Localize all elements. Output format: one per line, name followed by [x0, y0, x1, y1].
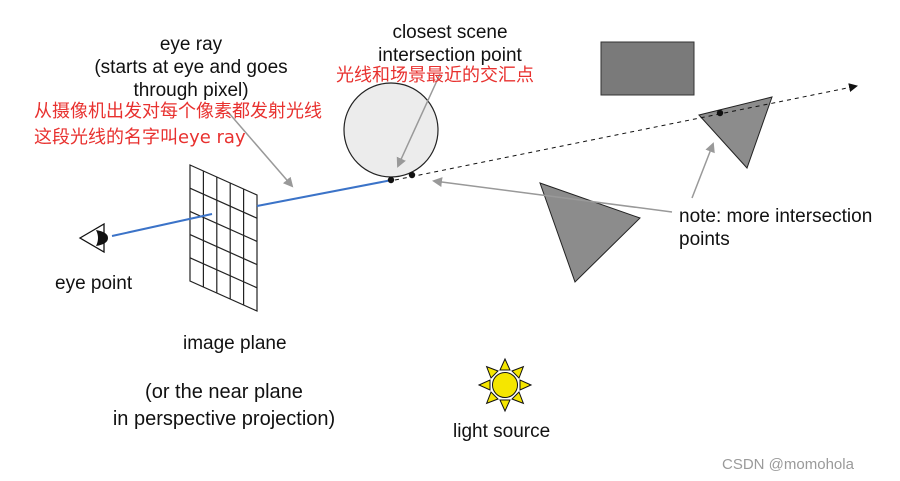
- eye-point-label: eye point: [55, 273, 133, 294]
- intersection-dot-2: [408, 171, 416, 179]
- sphere-object: [343, 82, 439, 178]
- closest-intersection-annotation: 光线和场景最近的交汇点: [336, 65, 534, 86]
- light-source-label: light source: [453, 421, 551, 442]
- closest-label-line1: closest scene: [392, 22, 508, 43]
- eye-ray-annotation-line2: 这段光线的名字叫eye ray: [34, 127, 246, 148]
- note-label: note: more intersection points: [679, 205, 872, 251]
- closest-intersection-dot: [387, 176, 395, 184]
- image-plane-grid-icon: [189, 164, 258, 312]
- eye-ray-line-b: [256, 179, 393, 207]
- closest-label-line2: intersection point: [378, 45, 522, 66]
- near-plane-label-line2: in perspective projection): [112, 408, 336, 430]
- closest-intersection-label: closest scene intersection point: [360, 21, 540, 67]
- rectangle-object: [600, 41, 695, 96]
- closest-point-pointer-arrow: [396, 73, 441, 168]
- near-plane-label: (or the near plane in perspective projec…: [86, 379, 362, 433]
- eye-ray-label-line1: eye ray: [159, 34, 223, 55]
- note-label-line2: points: [679, 229, 730, 250]
- note-label-line1: note: more intersection: [679, 206, 873, 227]
- eye-icon: [78, 222, 108, 254]
- small-triangle-object: [698, 96, 773, 169]
- sun-icon: [477, 357, 533, 413]
- intersection-dot-3: [716, 109, 724, 117]
- note-pointer-arrow-a: [432, 177, 673, 213]
- eye-ray-label-line2: (starts at eye and goes: [94, 57, 288, 78]
- eye-ray-annotation: 从摄像机出发对每个像素都发射光线 这段光线的名字叫eye ray: [34, 99, 322, 151]
- eye-ray-pointer-arrow: [227, 111, 294, 188]
- eye-ray-line-a: [111, 213, 213, 237]
- csdn-watermark: CSDN @momohola: [722, 456, 854, 473]
- large-triangle-object: [539, 182, 641, 283]
- near-plane-label-line1: (or the near plane: [145, 381, 303, 403]
- continued-ray: [394, 83, 858, 181]
- eye-ray-label-line3: through pixel): [133, 80, 249, 101]
- image-plane-label: image plane: [183, 333, 287, 354]
- eye-ray-label: eye ray (starts at eye and goes through …: [80, 33, 302, 102]
- eye-ray-annotation-line1: 从摄像机出发对每个像素都发射光线: [34, 101, 322, 122]
- note-pointer-arrow-b: [691, 142, 715, 199]
